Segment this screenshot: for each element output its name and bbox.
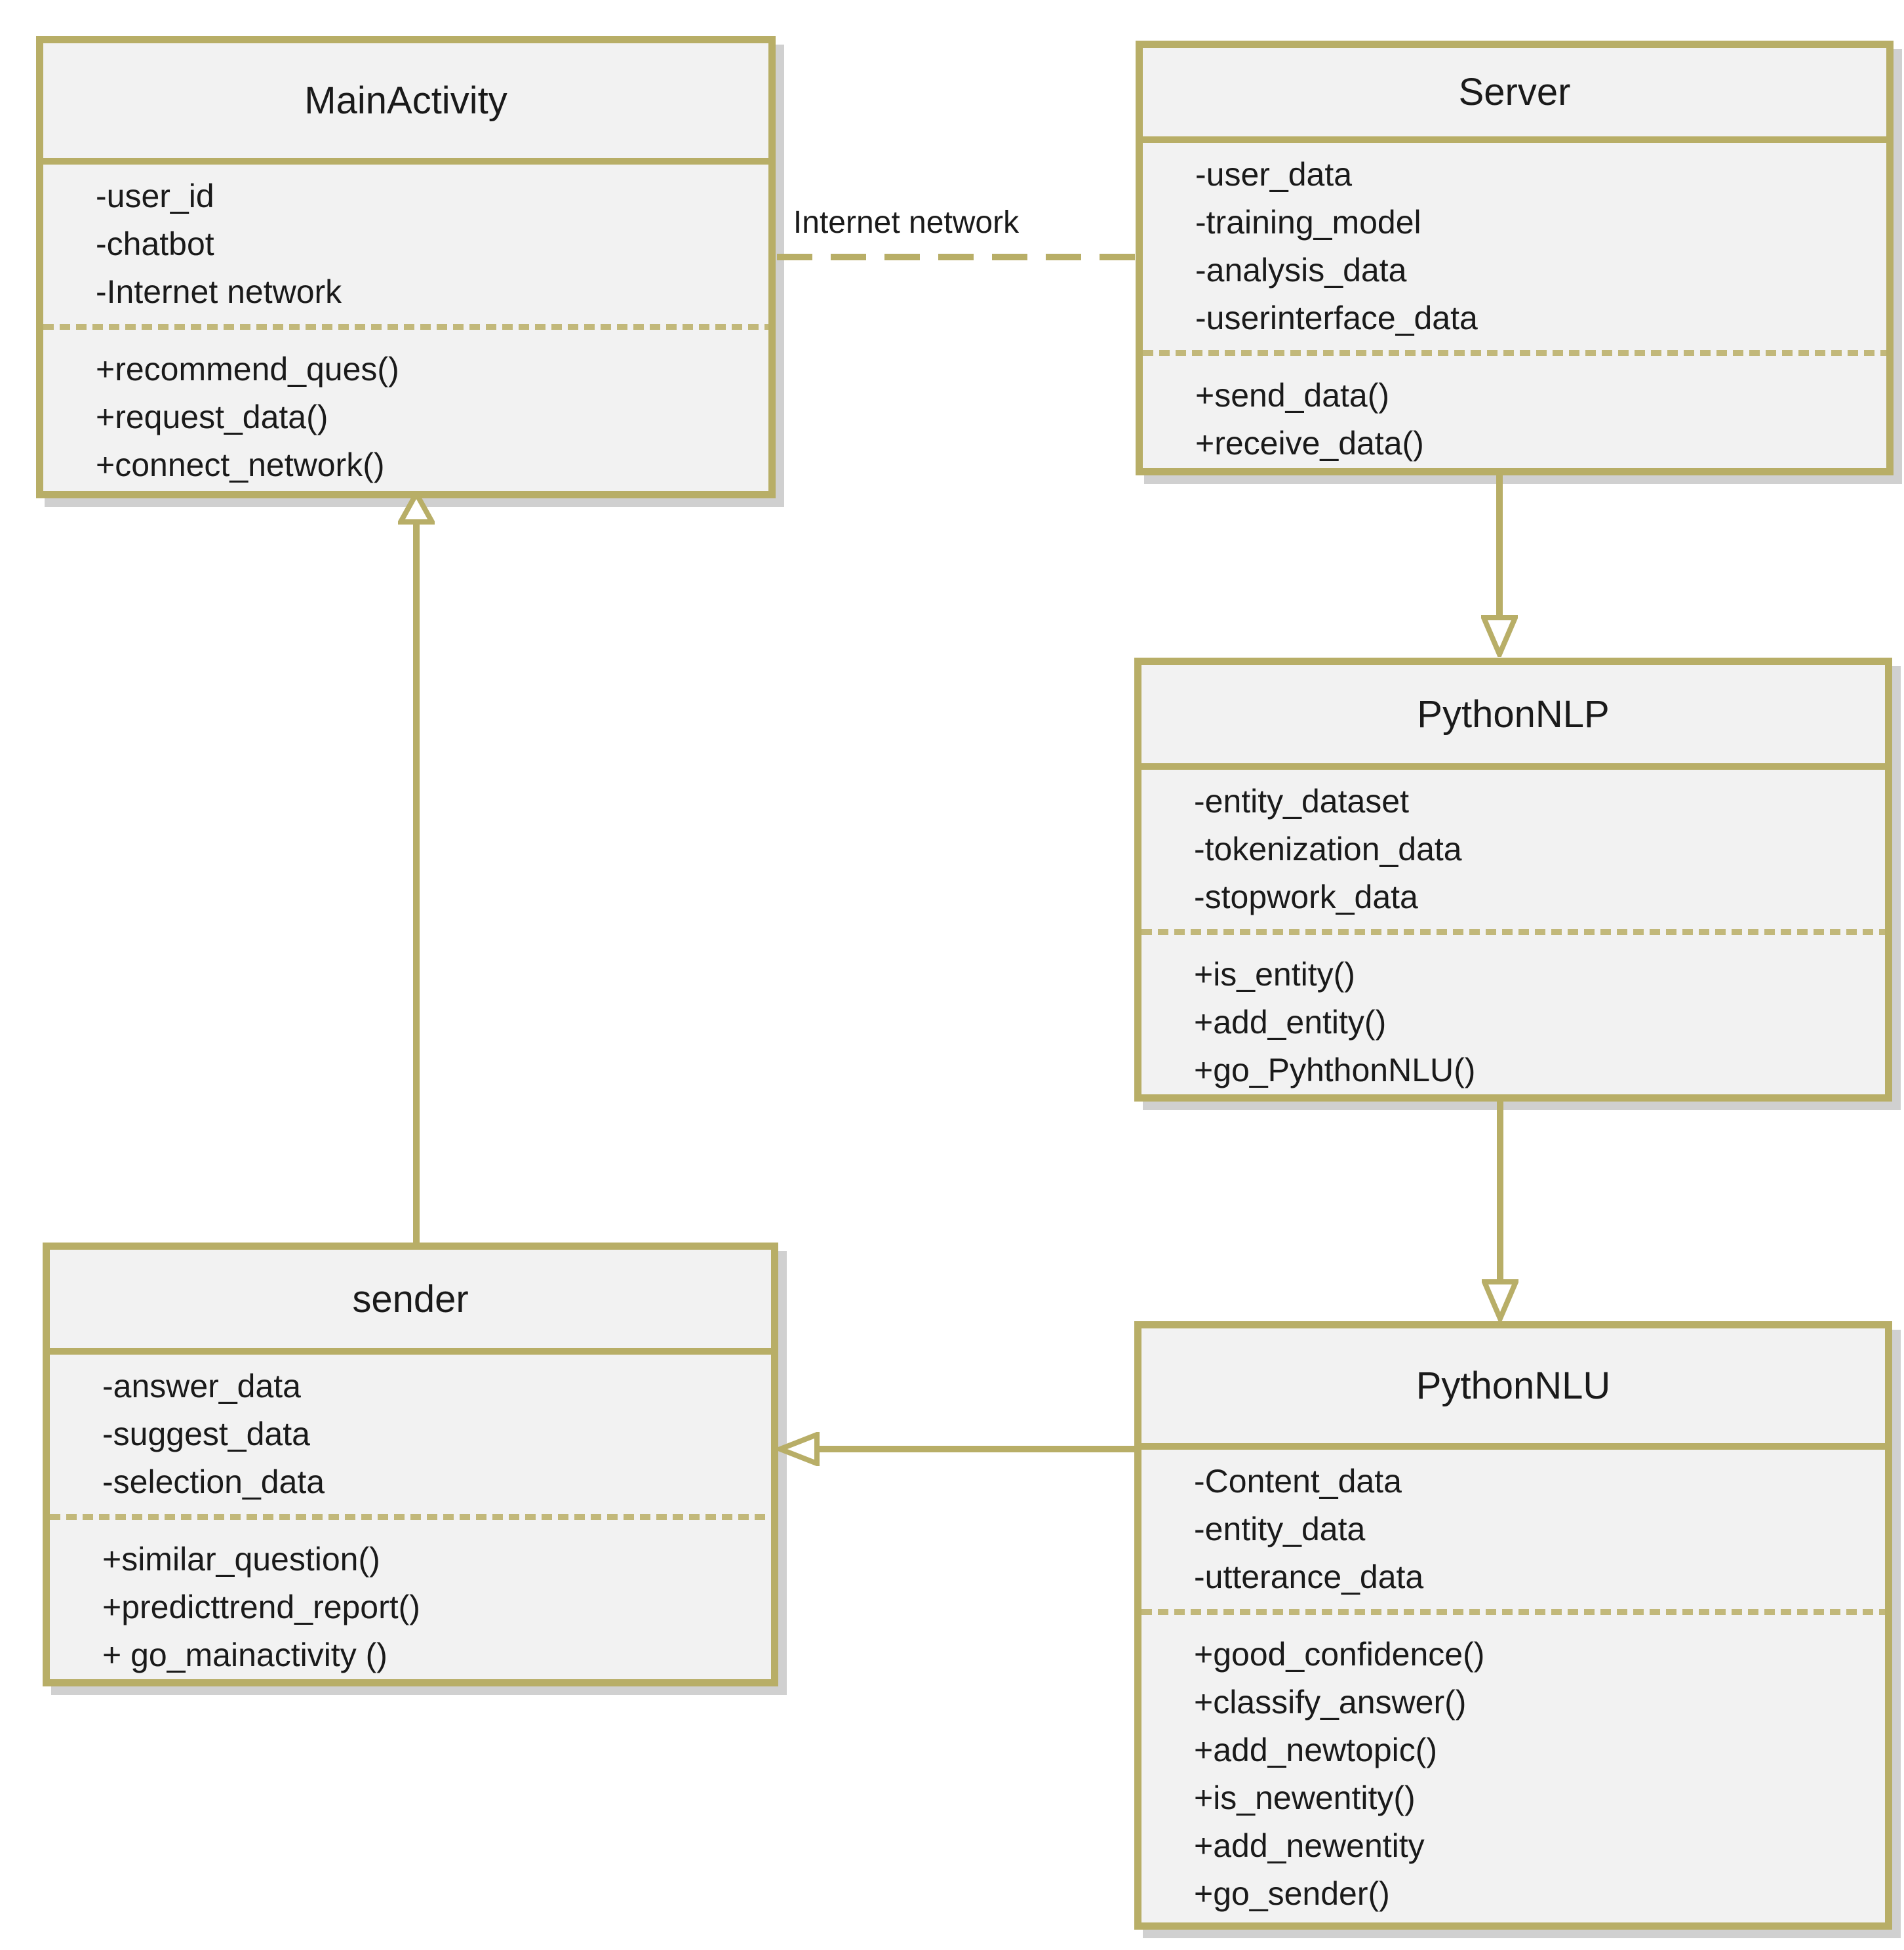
generalization-line-pythonnlu-to-sender <box>818 1446 1134 1452</box>
attribute-row: -userinterface_data <box>1195 300 1478 336</box>
class-attributes: -answer_data -suggest_data -selection_da… <box>50 1355 771 1506</box>
method-row: +predicttrend_report() <box>102 1589 420 1625</box>
dashed-association-line <box>777 254 1136 260</box>
hollow-triangle-down-arrowhead <box>1482 1279 1518 1321</box>
class-title: PythonNLP <box>1141 665 1885 770</box>
class-attributes: -entity_dataset -tokenization_data -stop… <box>1141 770 1885 921</box>
method-row: +add_entity() <box>1194 1004 1387 1041</box>
method-row: +send_data() <box>1195 377 1390 414</box>
attribute-row: -selection_data <box>102 1463 325 1500</box>
method-row: +add_newentity <box>1194 1827 1425 1864</box>
attribute-row: -tokenization_data <box>1194 831 1462 867</box>
attribute-row: -stopwork_data <box>1194 879 1418 915</box>
class-title: PythonNLU <box>1141 1328 1885 1450</box>
attribute-row: -answer_data <box>102 1368 301 1404</box>
method-row: +connect_network() <box>96 447 385 483</box>
class-title: sender <box>50 1250 771 1355</box>
hollow-triangle-left-arrowhead <box>778 1432 820 1466</box>
method-row: +receive_data() <box>1195 425 1424 462</box>
attributes-methods-divider <box>50 1514 771 1520</box>
method-row: +go_sender() <box>1194 1875 1390 1912</box>
connector-label: Internet network <box>793 205 1020 240</box>
class-attributes: -user_id -chatbot -Internet network <box>43 165 768 316</box>
attribute-row: -entity_dataset <box>1194 783 1409 820</box>
method-row: +request_data() <box>96 399 328 435</box>
class-box-server: Server -user_data -training_model -analy… <box>1136 41 1894 475</box>
attribute-row: -utterance_data <box>1194 1559 1424 1595</box>
method-row: +go_PyhthonNLU() <box>1194 1052 1476 1088</box>
method-row: +good_confidence() <box>1194 1636 1485 1673</box>
attribute-row: -Content_data <box>1194 1463 1402 1500</box>
attribute-row: -chatbot <box>96 226 214 262</box>
attribute-row: -training_model <box>1195 204 1421 241</box>
class-title: MainActivity <box>43 43 768 165</box>
class-box-pythonnlp: PythonNLP -entity_dataset -tokenization_… <box>1134 658 1892 1102</box>
method-row: + go_mainactivity () <box>102 1637 387 1673</box>
attributes-methods-divider <box>1141 929 1885 935</box>
class-title: Server <box>1143 48 1886 143</box>
class-methods: +send_data() +receive_data() <box>1143 364 1886 468</box>
method-row: +classify_answer() <box>1194 1684 1467 1721</box>
class-methods: +good_confidence() +classify_answer() +a… <box>1141 1623 1885 1918</box>
attribute-row: -user_data <box>1195 156 1353 193</box>
class-methods: +similar_question() +predicttrend_report… <box>50 1528 771 1679</box>
attributes-methods-divider <box>43 324 768 330</box>
method-row: +similar_question() <box>102 1541 380 1578</box>
class-box-pythonnlu: PythonNLU -Content_data -entity_data -ut… <box>1134 1321 1892 1930</box>
class-box-mainactivity: MainActivity -user_id -chatbot -Internet… <box>36 36 776 498</box>
method-row: +is_entity() <box>1194 956 1355 993</box>
class-attributes: -Content_data -entity_data -utterance_da… <box>1141 1450 1885 1601</box>
class-box-sender: sender -answer_data -suggest_data -selec… <box>43 1243 778 1686</box>
class-methods: +is_entity() +add_entity() +go_PyhthonNL… <box>1141 943 1885 1094</box>
attributes-methods-divider <box>1141 1609 1885 1615</box>
generalization-line-pythonnlp-to-pythonnlu <box>1497 1102 1503 1281</box>
method-row: +recommend_ques() <box>96 351 399 388</box>
hollow-triangle-down-arrowhead <box>1481 615 1518 657</box>
hollow-triangle-up-arrowhead <box>398 492 435 525</box>
class-methods: +recommend_ques() +request_data() +conne… <box>43 338 768 489</box>
generalization-line-server-to-pythonnlp <box>1496 475 1503 616</box>
attributes-methods-divider <box>1143 350 1886 356</box>
method-row: +add_newtopic() <box>1194 1732 1438 1768</box>
attribute-row: -entity_data <box>1194 1511 1366 1547</box>
class-attributes: -user_data -training_model -analysis_dat… <box>1143 143 1886 342</box>
attribute-row: -user_id <box>96 178 214 214</box>
attribute-row: -Internet network <box>96 273 342 310</box>
attribute-row: -suggest_data <box>102 1416 310 1452</box>
generalization-line-sender-to-mainactivity <box>413 523 420 1243</box>
attribute-row: -analysis_data <box>1195 252 1407 289</box>
method-row: +is_newentity() <box>1194 1780 1416 1816</box>
